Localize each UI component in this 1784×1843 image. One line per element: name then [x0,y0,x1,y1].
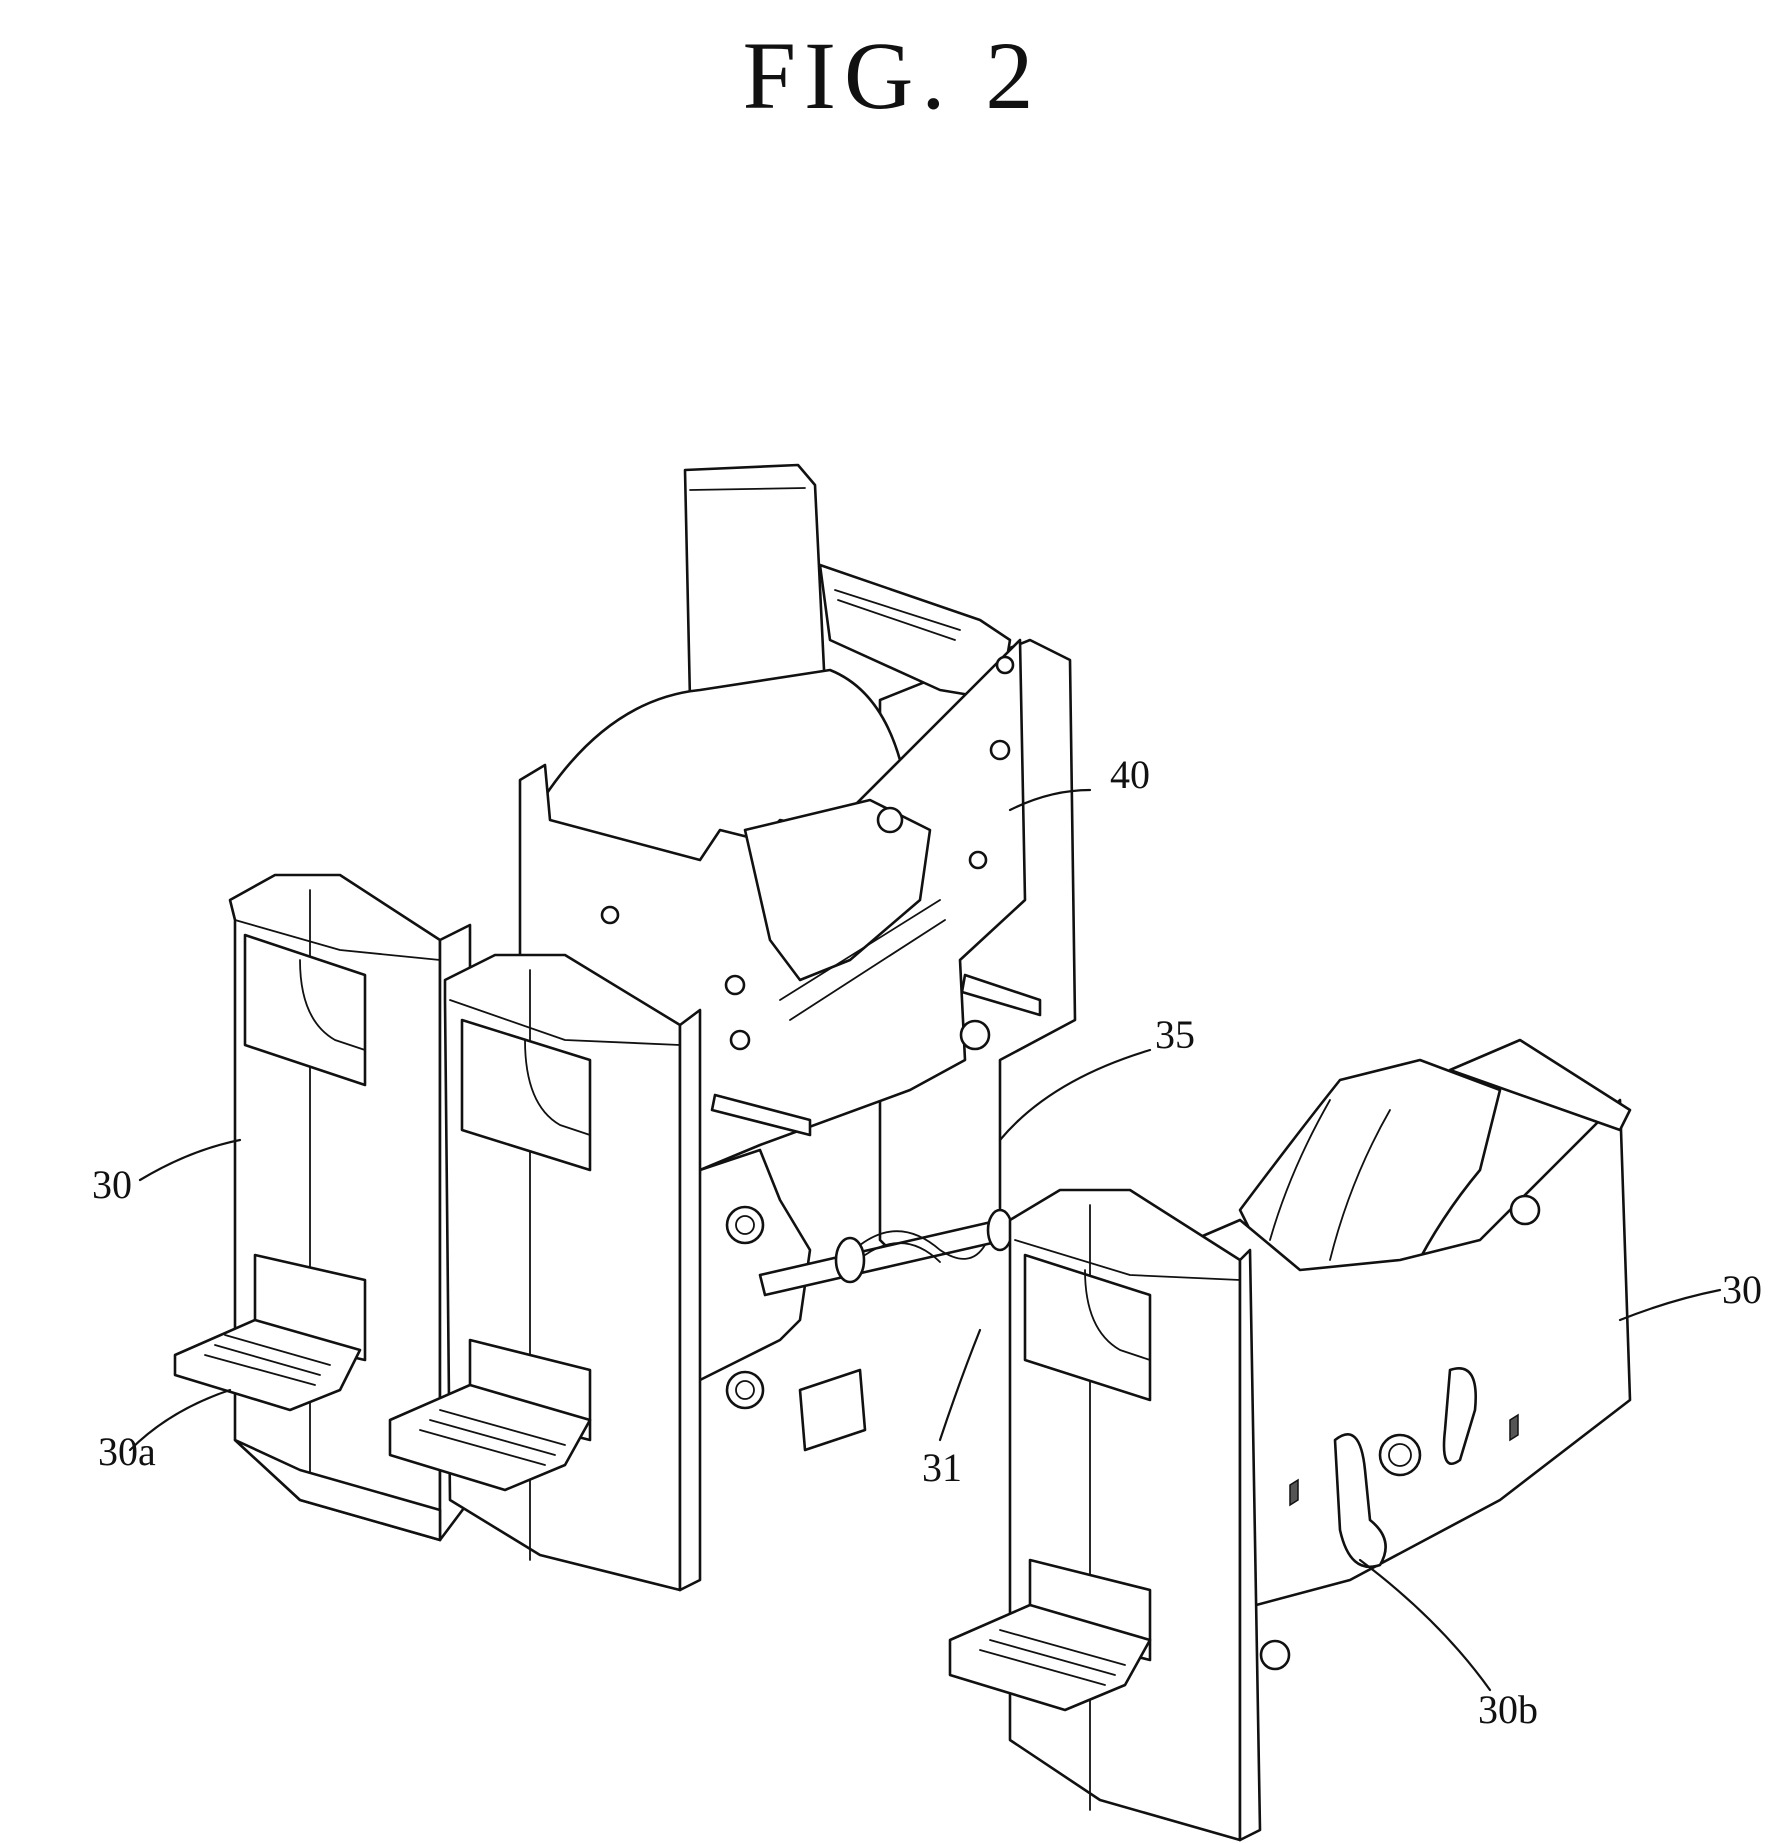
spring-35 [859,1230,986,1260]
leader-30b [1358,1558,1492,1692]
ref-label-30a: 30a [98,1429,156,1474]
leader-40 [1008,788,1092,812]
pole-unit-right-30 [948,1038,1632,1842]
bottom-clip [798,1368,867,1452]
leader-30-left [138,1138,242,1182]
ref-label-31: 31 [922,1445,962,1490]
slot-30b [1333,1433,1387,1569]
pole-unit-left-30 [173,873,472,1542]
leader-35 [998,1048,1152,1142]
ref-label-40: 40 [1110,752,1150,797]
figure-title: FIG. 2 [742,22,1042,129]
ref-label-30b: 30b [1478,1687,1538,1732]
leader-31 [938,1328,982,1442]
pole-unit-middle [388,953,702,1592]
leader-lines [128,788,1722,1692]
lever-30a [173,1318,362,1412]
ref-label-30-right: 30 [1722,1267,1762,1312]
connecting-shaft-31 [758,1208,1014,1297]
ref-label-30-left: 30 [92,1162,132,1207]
leader-30-right [1618,1288,1722,1322]
ref-label-35: 35 [1155,1012,1195,1057]
leader-30a [128,1388,232,1452]
side-hole [1509,1194,1541,1226]
